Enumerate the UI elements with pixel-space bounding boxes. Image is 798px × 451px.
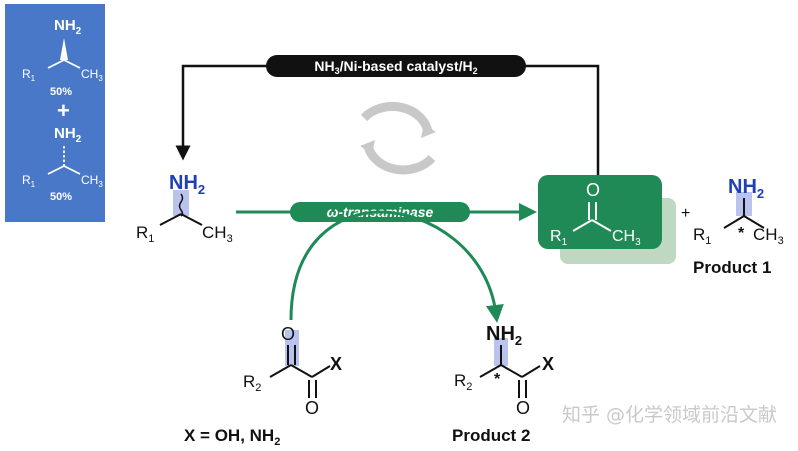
ketone-bond-left [572, 219, 593, 232]
product1-bond-right [743, 215, 765, 229]
recycle-arc-bottom [363, 144, 436, 175]
ketone-box-background [538, 175, 662, 249]
racemate-bottom-r1: R1 [22, 173, 36, 189]
product2: NH2 * X R2 O Product 2 [452, 323, 554, 445]
substrate-r1: R1 [136, 223, 154, 245]
racemate-top-bond-left [47, 59, 65, 69]
recycle-arc-bottom-head [360, 140, 375, 154]
amino-acceptor: O X R2 O X = OH, NH2 [184, 324, 342, 448]
product2-bond-r2 [479, 364, 502, 378]
acceptor-bond-r2 [269, 364, 292, 378]
product1-label: Product 1 [693, 258, 771, 277]
product2-nh2: NH2 [486, 323, 522, 348]
product1-r1: R1 [693, 225, 711, 247]
acceptor-bond-carbonyl [290, 364, 313, 378]
recycle-arc-top [360, 101, 433, 134]
racemate-top-wedge-bond [60, 38, 68, 60]
product2-bond-carbonyl [500, 364, 523, 378]
racemate-bottom-nh2: NH2 [54, 125, 82, 145]
recycle-label-pill [266, 55, 526, 77]
ketone-box: O R1 CH3 [538, 175, 676, 264]
recycle-loop: NH3/Ni-based catalyst/H2 [175, 55, 600, 178]
ketone-bond-right [591, 219, 612, 232]
ketone-oxygen: O [586, 180, 600, 200]
recycle-arc-top-head [421, 124, 436, 138]
product2-stereo-star: * [494, 371, 501, 388]
racemate-top-percent: 50% [50, 86, 72, 98]
product2-bond-x [521, 365, 541, 378]
racemate-bottom-ch3: CH3 [81, 173, 103, 189]
ketone-ch3: CH3 [612, 228, 641, 248]
racemate-bottom-amine: NH2 R1 CH3 50% [22, 125, 103, 203]
racemate-top-bond-right [63, 59, 81, 69]
product1-stereo-star: * [738, 225, 745, 242]
acceptor-r2: R2 [243, 372, 261, 394]
acceptor-bond-x [311, 365, 331, 378]
recycle-label: NH3/Ni-based catalyst/H2 [314, 58, 477, 76]
recycle-arrows-icon [360, 101, 436, 175]
racemate-panel-background [5, 4, 105, 222]
acceptor-x: X [330, 354, 342, 374]
acceptor-curved-arrow [289, 210, 504, 323]
acceptor-caption: X = OH, NH2 [184, 426, 280, 448]
product2-x: X [542, 354, 554, 374]
substrate-bond-left [159, 213, 182, 226]
product1: + NH2 * R1 CH3 Product 1 [681, 176, 784, 277]
substrate-nh2: NH2 [169, 172, 205, 197]
racemate-top-nh2: NH2 [54, 17, 82, 37]
recycle-arrow [175, 64, 600, 178]
watermark: 知乎 @化学领域前沿文献 [562, 404, 777, 426]
substrate-amine: NH2 R1 CH3 [136, 172, 233, 245]
product1-bond-left [723, 215, 745, 229]
acceptor-oxygen-bottom: O [305, 398, 319, 418]
racemate-top-ch3: CH3 [81, 67, 103, 83]
product1-plus: + [681, 205, 690, 222]
product2-label: Product 2 [452, 426, 530, 445]
racemate-bottom-percent: 50% [50, 191, 72, 203]
substrate-wavy-bond [178, 193, 184, 217]
substrate-bond-right [180, 213, 203, 226]
racemate-bottom-bond-right [63, 165, 81, 175]
racemate-plus: + [57, 98, 70, 123]
racemate-bottom-bond-left [47, 165, 65, 175]
product1-ch3: CH3 [753, 225, 784, 247]
racemate-top-amine: NH2 R1 CH3 50% [22, 17, 103, 98]
racemate-top-r1: R1 [22, 67, 36, 83]
racemate-panel: NH2 R1 CH3 50% + NH2 R1 CH3 50% [5, 4, 105, 222]
product2-oxygen: O [516, 398, 530, 418]
acceptor-oxygen-top: O [281, 324, 295, 344]
substrate-ch3: CH3 [202, 223, 233, 245]
product1-nh2: NH2 [728, 176, 764, 201]
ketone-r1: R1 [550, 228, 568, 248]
product2-r2: R2 [454, 371, 472, 393]
